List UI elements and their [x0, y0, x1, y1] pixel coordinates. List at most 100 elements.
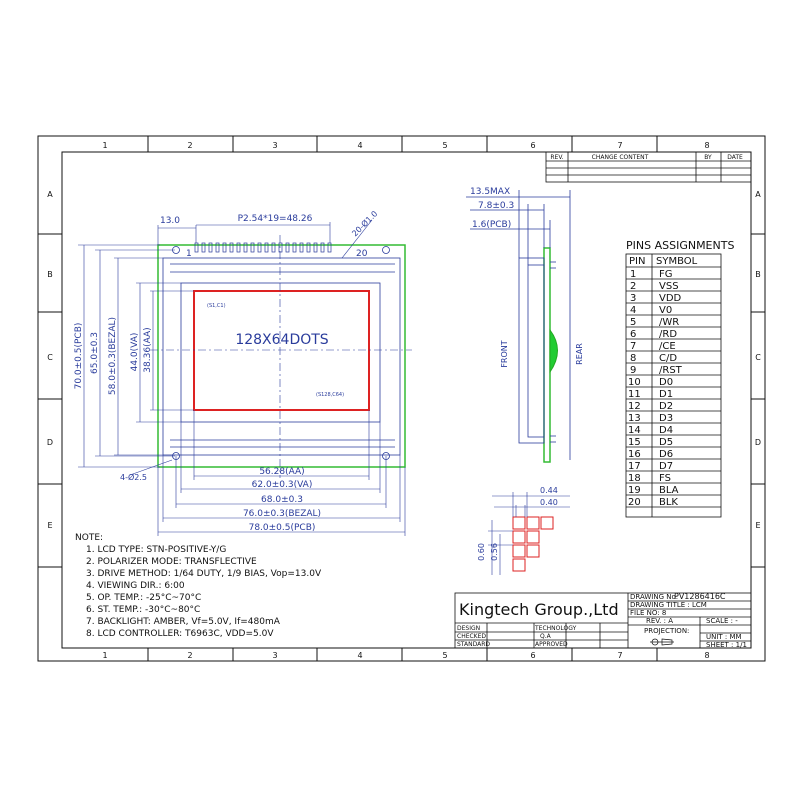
notes-heading: NOTE: [75, 533, 103, 543]
dim-va-h: 44.0(VA) [130, 333, 140, 372]
pin-symbol: BLK [659, 497, 678, 508]
note-item: 2. POLARIZER MODE: TRANSFLECTIVE [86, 557, 257, 567]
qa-label: Q.A [540, 633, 552, 640]
grid-col-top: 1 [102, 141, 107, 150]
pin-symbol: BLA [659, 485, 679, 496]
pin-symbol: D6 [659, 449, 673, 460]
revision-table [545, 151, 752, 183]
pcb-outline [157, 244, 406, 468]
pin-last: 20 [356, 249, 368, 259]
dim-va-w: 62.0±0.3(VA) [252, 480, 313, 490]
pin-number: 7 [630, 341, 636, 352]
note-item: 1. LCD TYPE: STN-POSITIVE-Y/G [86, 545, 226, 555]
label-rear: REAR [575, 343, 584, 365]
drawing-title: DRAWING TITLE : LCM [630, 601, 707, 609]
side-connector [549, 328, 558, 374]
pin-symbol: D2 [659, 401, 673, 412]
pin-number: 14 [628, 425, 641, 436]
grid-col-bottom: 6 [530, 651, 535, 660]
grid-row-right: D [755, 438, 761, 447]
grid-row-left: D [47, 438, 53, 447]
projection-symbol-icon [650, 638, 674, 646]
pin-symbol: /RD [659, 329, 677, 340]
mount-holes: 4-Ø2.5 [120, 472, 147, 482]
grid-col-bottom: 1 [102, 651, 107, 660]
pin-number: 15 [628, 437, 641, 448]
dim-max: 13.5MAX [470, 187, 510, 197]
grid-col-bottom: 5 [442, 651, 447, 660]
grid-labels: 1 2 3 4 5 6 7 8 1 2 3 4 5 6 7 8 A B C D … [47, 141, 761, 660]
dim-13: 13.0 [160, 216, 180, 226]
pin-symbol: /WR [659, 317, 679, 328]
revision-col-rev: REV. [550, 154, 563, 161]
note-item: 5. OP. TEMP.: -25°C~70°C [86, 593, 201, 603]
grid-row-right: C [755, 353, 761, 362]
file-no: FILE NO: 8 [630, 609, 666, 617]
pin-symbol: D7 [659, 461, 673, 472]
label-front: FRONT [500, 340, 509, 367]
grid-row-right: E [755, 521, 760, 530]
technology-label: TECHNOLOGY [534, 625, 577, 632]
note-item: 7. BACKLIGHT: AMBER, Vf=5.0V, If=480mA [86, 617, 281, 627]
drawing-no: PV1286416C [674, 592, 726, 601]
pin-number: 10 [628, 377, 641, 388]
dim-aa-w: 56.28(AA) [259, 467, 304, 477]
grid-col-top: 5 [442, 141, 447, 150]
pin-symbol: D1 [659, 389, 673, 400]
unit: UNIT : MM [706, 633, 742, 641]
pin-symbol: FS [659, 473, 671, 484]
pins-title: PINS ASSIGNMENTS [626, 239, 734, 252]
grid-col-bottom: 3 [272, 651, 277, 660]
note-item: 4. VIEWING DIR.: 6:00 [86, 581, 185, 591]
grid-row-right: B [755, 270, 761, 279]
revision-col-content: CHANGE CONTENT [592, 154, 649, 161]
corner-s1: (S1,C1) [207, 303, 226, 309]
grid-col-top: 4 [357, 141, 362, 150]
grid-col-top: 6 [530, 141, 535, 150]
grid-row-left: B [47, 270, 53, 279]
grid-row-left: E [47, 521, 52, 530]
scale: SCALE : - [706, 617, 738, 625]
pin-number: 17 [628, 461, 641, 472]
grid-col-bottom: 7 [617, 651, 622, 660]
sheet: SHEET : 1/1 [706, 641, 747, 649]
note-item: 6. ST. TEMP.: -30°C~80°C [86, 605, 200, 615]
pin-symbol: V0 [659, 305, 672, 316]
dim-056: 0.56 [490, 543, 499, 561]
pin-number: 6 [630, 329, 636, 340]
sheet-frame [37, 135, 766, 662]
grid-col-top: 8 [704, 141, 709, 150]
pin-symbol: /RST [659, 365, 683, 376]
grid-col-bottom: 4 [357, 651, 362, 660]
dim-040: 0.40 [540, 498, 558, 507]
pins-header-symbol: SYMBOL [656, 256, 698, 267]
dim-pcb-thickness: 1.6(PCB) [472, 220, 511, 230]
pins-header-pin: PIN [629, 256, 645, 267]
pin-number: 18 [628, 473, 641, 484]
notes: NOTE: 1. LCD TYPE: STN-POSITIVE-Y/G 2. P… [75, 533, 322, 639]
note-item: 8. LCD CONTROLLER: T6963C, VDD=5.0V [86, 629, 274, 639]
revision-col-by: BY [704, 154, 712, 161]
dim-78: 7.8±0.3 [478, 201, 514, 211]
pin-symbol: D3 [659, 413, 673, 424]
dim-65: 65.0±0.3 [90, 332, 100, 374]
pin-symbol: D4 [659, 425, 673, 436]
pin-symbol: C/D [659, 353, 677, 364]
standard-label: STANDARD [457, 641, 490, 648]
pin-number: 4 [630, 305, 636, 316]
viewing-area [193, 290, 370, 411]
title-block: Kingtech Group.,Ltd DRAWING No: PV128641… [454, 592, 752, 649]
grid-col-top: 3 [272, 141, 277, 150]
projection: PROJECTION: [644, 627, 689, 635]
grid-col-top: 2 [187, 141, 192, 150]
pin-number: 5 [630, 317, 636, 328]
dim-pitch: P2.54*19=48.26 [238, 214, 313, 224]
pixel-detail: 0.44 0.40 0.60 0.56 [477, 486, 570, 575]
grid-row-left: C [47, 353, 53, 362]
front-view: 13.0 P2.54*19=48.26 20-Ø1.0 1 20 128X64D… [74, 208, 412, 536]
grid-col-bottom: 8 [704, 651, 709, 660]
dim-aa-h: 38.36(AA) [143, 327, 153, 372]
pin-symbol: /CE [659, 341, 676, 352]
pin-number: 20 [628, 497, 641, 508]
